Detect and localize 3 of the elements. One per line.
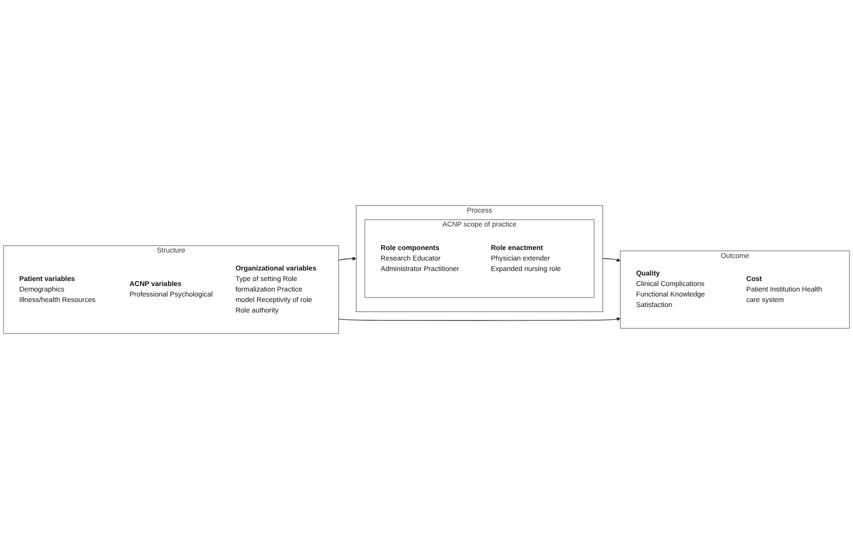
arrow [338,256,356,261]
arrow [602,258,620,262]
arrow [338,317,620,322]
